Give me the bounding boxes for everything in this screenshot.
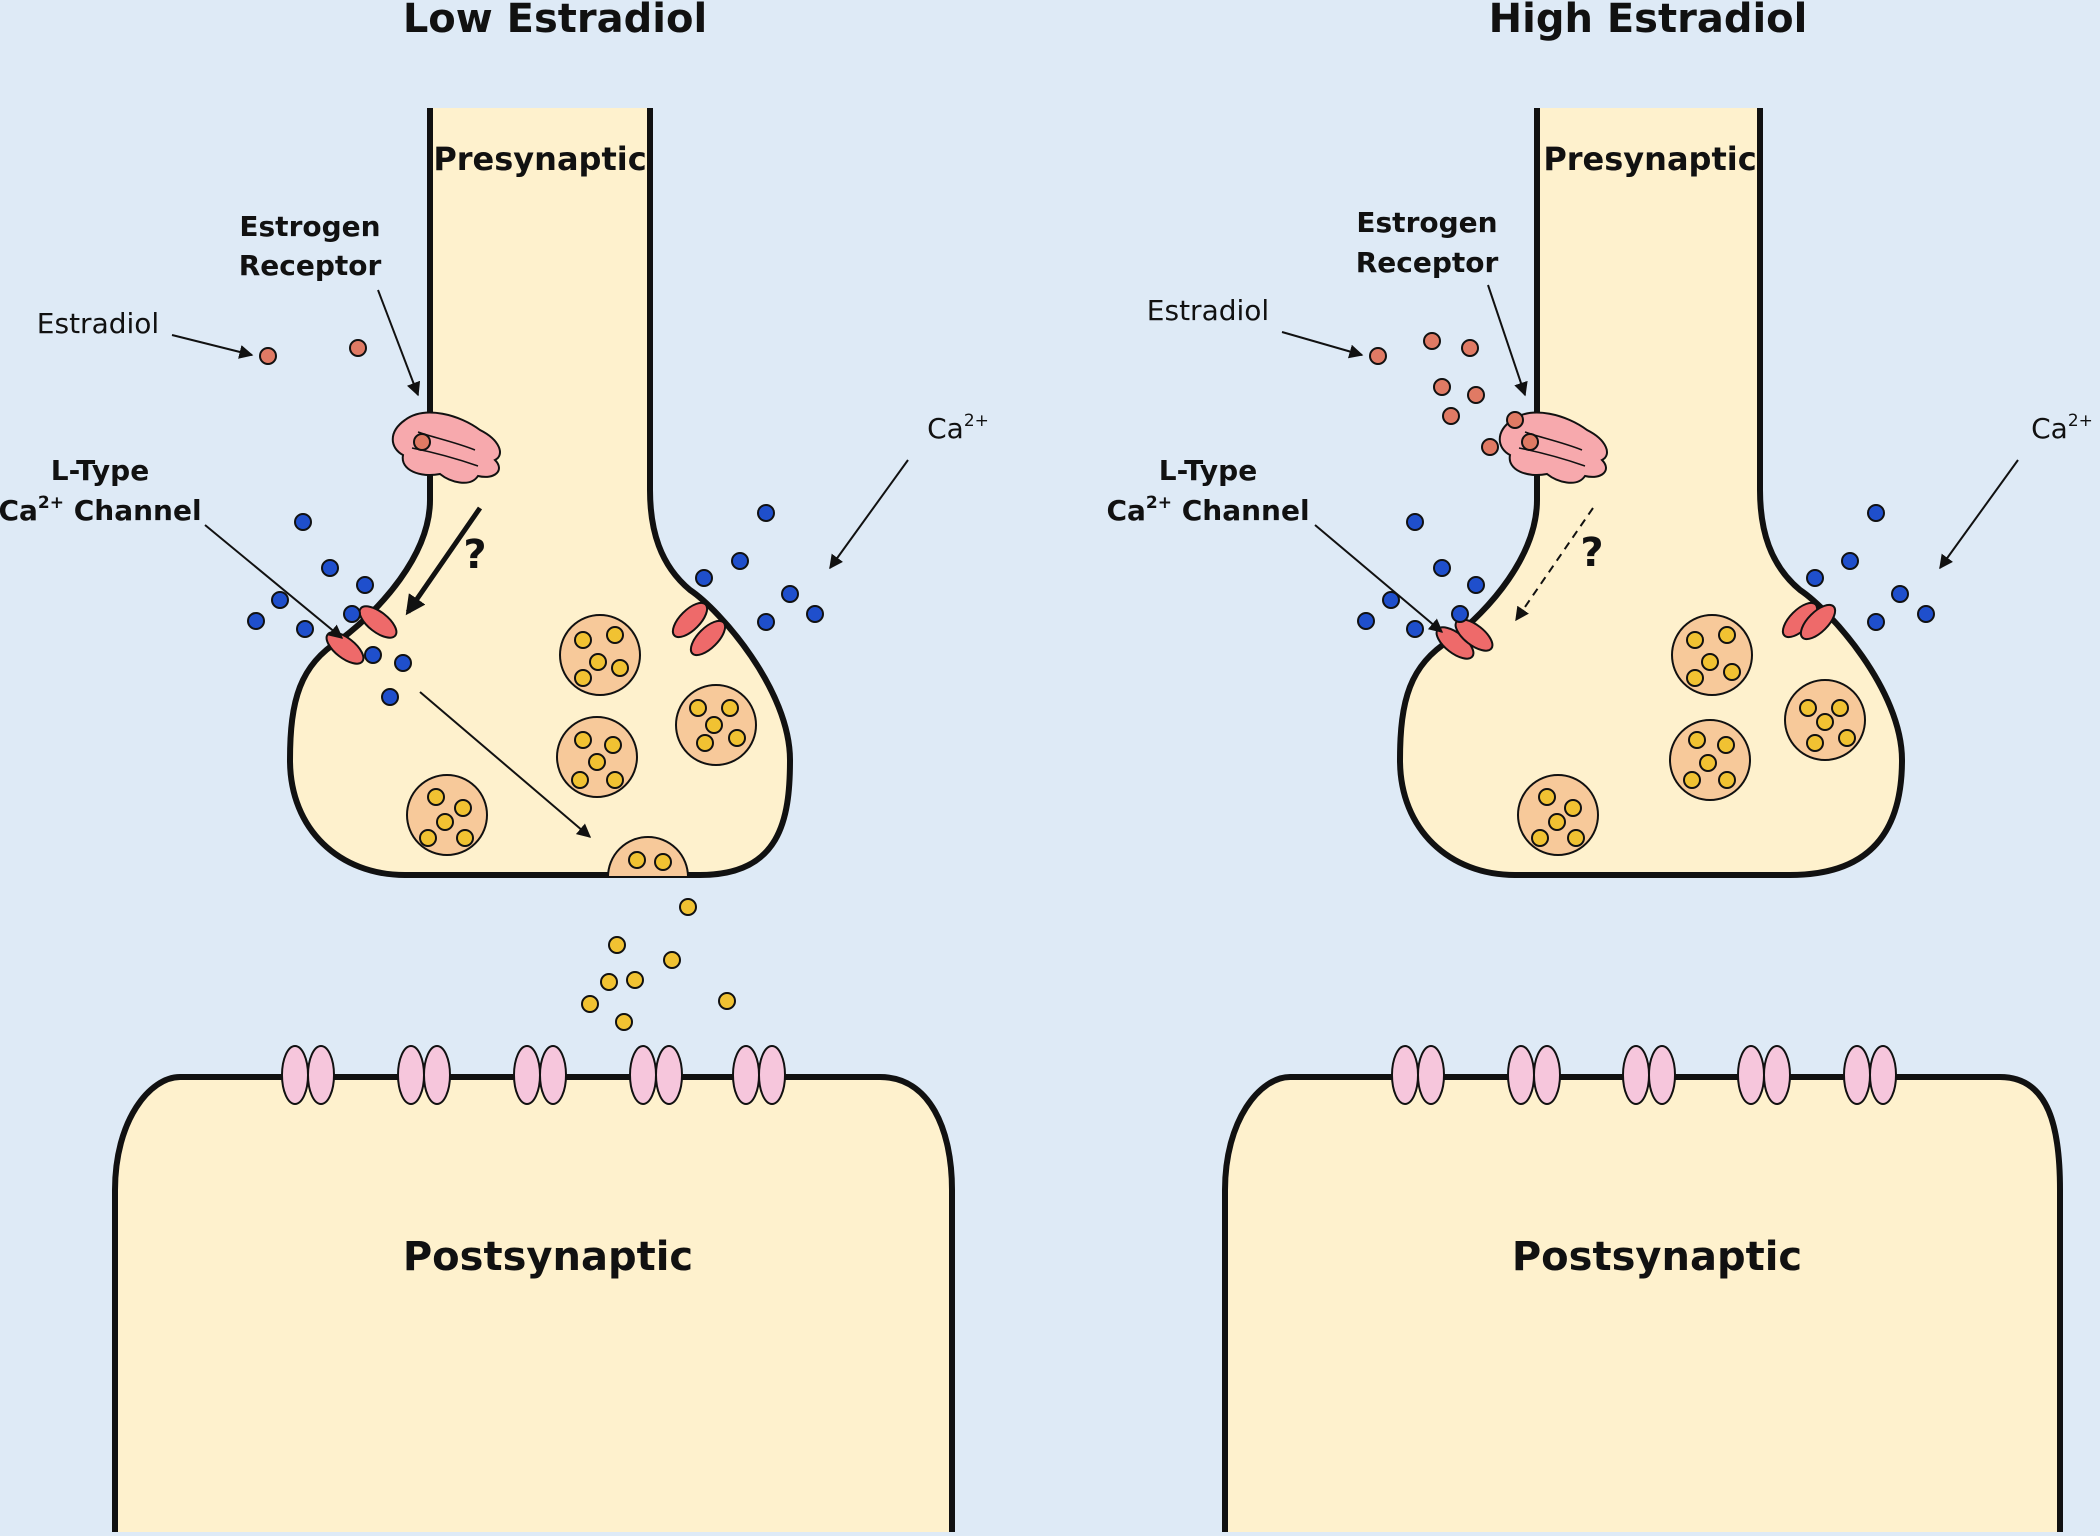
estrogen-receptor-label-line2: Receptor: [1356, 246, 1499, 279]
vesicle: [1671, 614, 1753, 696]
presynaptic-terminal: [1400, 108, 1902, 875]
postsynaptic-label: Postsynaptic: [403, 1234, 693, 1280]
estrogen-receptor-pointer: [377, 289, 421, 397]
panel-high-estradiol: High Estradiol Presynaptic Postsynaptic: [1106, 0, 2093, 1532]
postsynaptic-receptor: [732, 1045, 786, 1105]
panel-title: High Estradiol: [1489, 0, 1808, 42]
postsynaptic-receptors: [1391, 1045, 1897, 1105]
postsynaptic-cell: [1225, 1077, 2060, 1532]
postsynaptic-label: Postsynaptic: [1512, 1234, 1802, 1280]
postsynaptic-receptor: [281, 1045, 335, 1105]
ltype-label-line2: Ca2+ Channel: [1106, 493, 1309, 527]
postsynaptic-receptor: [1507, 1045, 1561, 1105]
postsynaptic-receptor: [1622, 1045, 1676, 1105]
estradiol-pointer: [1281, 331, 1364, 359]
ltype-pointer: [204, 524, 344, 639]
vesicle: [1517, 774, 1599, 856]
estradiol-pointer: [171, 334, 254, 359]
estrogen-receptor-pointer: [1487, 284, 1528, 397]
ltype-channel-right: [1781, 601, 1837, 641]
postsynaptic-receptor: [397, 1045, 451, 1105]
panel-title: Low Estradiol: [403, 0, 707, 42]
vesicles: [406, 614, 757, 878]
calcium-label: Ca2+: [927, 411, 989, 445]
postsynaptic-receptor: [513, 1045, 567, 1105]
ltype-label-line1: L-Type: [1159, 454, 1257, 487]
vesicle: [675, 684, 757, 766]
estradiol-effect-arrow: [1515, 507, 1594, 622]
fusing-vesicle: [606, 836, 690, 878]
presynaptic-terminal: [290, 108, 790, 875]
postsynaptic-receptor: [1843, 1045, 1897, 1105]
ltype-pointer: [1314, 524, 1444, 633]
calcium-pointer: [829, 459, 909, 570]
calcium-label: Ca2+: [2031, 411, 2093, 445]
postsynaptic-receptor: [1737, 1045, 1791, 1105]
calcium-to-vesicle-arrow: [419, 691, 592, 838]
presynaptic-label: Presynaptic: [433, 140, 646, 178]
estradiol-effect-arrow: [405, 506, 483, 616]
calcium-ions: [247, 504, 824, 706]
ltype-label-line2: Ca2+ Channel: [0, 493, 202, 527]
question-mark: ?: [1580, 530, 1603, 576]
calcium-ions: [1357, 504, 1935, 638]
estrogen-receptor-label-line1: Estrogen: [1356, 206, 1497, 239]
postsynaptic-receptors: [281, 1045, 786, 1105]
ltype-channel-right: [671, 601, 727, 657]
postsynaptic-receptor: [629, 1045, 683, 1105]
estrogen-receptor-label-line1: Estrogen: [239, 210, 380, 243]
vesicles: [1517, 614, 1866, 856]
calcium-pointer: [1939, 459, 2019, 570]
vesicle: [1669, 719, 1751, 801]
postsynaptic-receptor: [1391, 1045, 1445, 1105]
estrogen-receptor: [391, 411, 501, 484]
estradiol-molecules: [259, 339, 367, 365]
vesicle: [556, 716, 638, 798]
estradiol-label: Estradiol: [1147, 294, 1269, 327]
estradiol-molecules: [1369, 332, 1499, 456]
vesicle: [406, 774, 488, 856]
estrogen-receptor-label-line2: Receptor: [239, 249, 382, 282]
ltype-channel-left: [325, 605, 398, 665]
postsynaptic-cell: [115, 1077, 952, 1532]
panel-low-estradiol: Low Estradiol Presynaptic Postsynaptic: [0, 0, 989, 1532]
question-mark: ?: [463, 532, 486, 578]
presynaptic-label: Presynaptic: [1543, 140, 1756, 178]
vesicle: [559, 614, 641, 696]
neurotransmitters: [581, 898, 736, 1031]
estradiol-label: Estradiol: [37, 307, 159, 340]
estrogen-receptor: [1498, 411, 1608, 484]
vesicle: [1784, 679, 1866, 761]
ltype-label-line1: L-Type: [51, 454, 149, 487]
ltype-channels: [325, 601, 727, 665]
